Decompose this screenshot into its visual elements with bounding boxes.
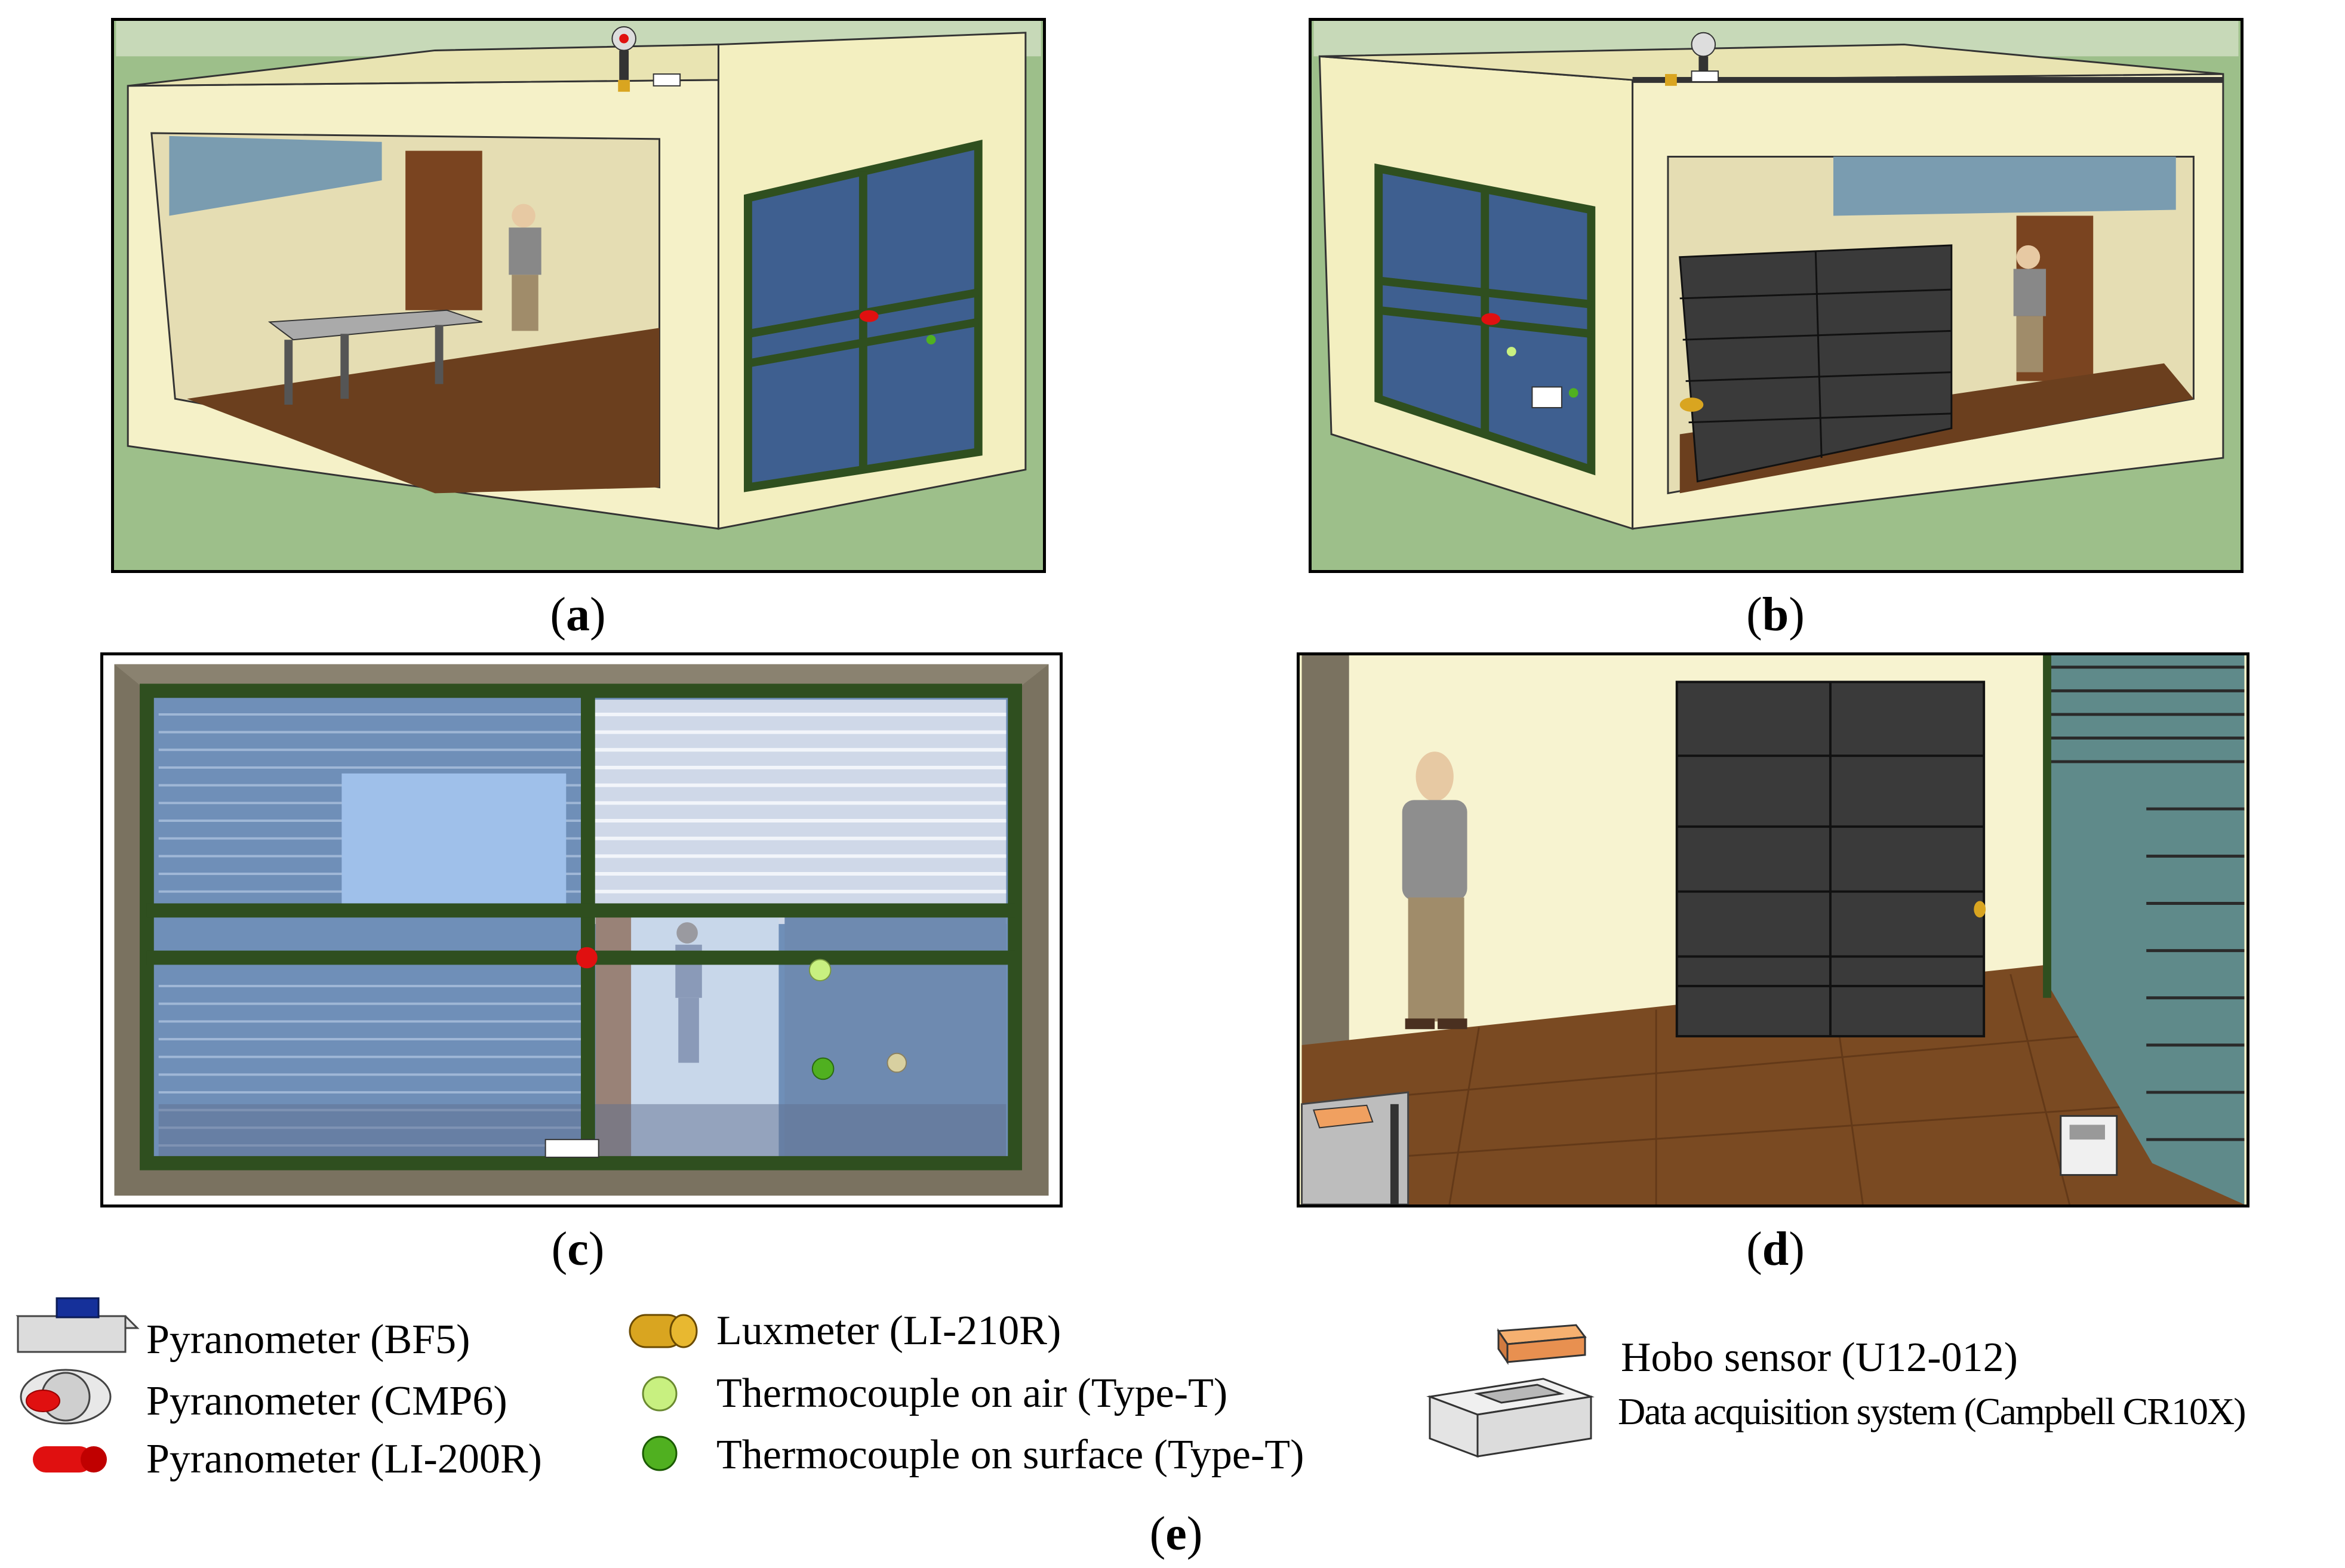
legend-pyranometer-bf5: Pyranometer (BF5) bbox=[146, 1317, 470, 1363]
luxmeter-icon bbox=[629, 1314, 698, 1348]
caption-a-letter: a bbox=[566, 589, 590, 641]
legend-pyranometer-cmp6: Pyranometer (CMP6) bbox=[146, 1378, 507, 1424]
caption-c: (c) bbox=[551, 1223, 605, 1276]
panel-d-illustration bbox=[1301, 655, 2245, 1205]
thermocouple-air-icon bbox=[642, 1376, 678, 1412]
panel-b-illustration bbox=[1313, 21, 2239, 570]
hobo-sensor-icon bbox=[1497, 1324, 1587, 1365]
pyranometer-li200r-icon bbox=[33, 1446, 107, 1472]
legend-thermocouple-surface: Thermocouple on surface (Type-T) bbox=[716, 1432, 1304, 1478]
caption-e: (e) bbox=[1149, 1508, 1203, 1560]
legend-data-acquisition: Data acquisition system (Campbell CR10X) bbox=[1618, 1390, 2246, 1433]
thermocouple-surface-marker bbox=[811, 1057, 835, 1080]
legend-hobo-sensor: Hobo sensor (U12-012) bbox=[1621, 1335, 2018, 1381]
panel-c-window-front-view bbox=[100, 652, 1063, 1207]
legend-luxmeter: Luxmeter (LI-210R) bbox=[716, 1308, 1061, 1354]
caption-a: (a) bbox=[550, 589, 606, 641]
thermocouple-air-marker bbox=[808, 959, 832, 982]
panel-a-illustration bbox=[116, 21, 1041, 570]
legend-thermocouple-air: Thermocouple on air (Type-T) bbox=[716, 1370, 1228, 1416]
caption-e-letter: e bbox=[1165, 1508, 1187, 1560]
caption-d: (d) bbox=[1746, 1223, 1805, 1276]
pyranometer-cmp6-icon bbox=[20, 1369, 112, 1425]
caption-b: (b) bbox=[1746, 589, 1805, 641]
panel-d-interior-view bbox=[1297, 652, 2249, 1207]
caption-d-letter: d bbox=[1762, 1223, 1789, 1276]
caption-b-letter: b bbox=[1762, 589, 1789, 641]
legend-pyranometer-li200r: Pyranometer (LI-200R) bbox=[146, 1436, 542, 1482]
pyranometer-bf5-icon bbox=[16, 1297, 140, 1353]
data-acquisition-icon bbox=[1426, 1378, 1595, 1458]
thermocouple-surface-icon bbox=[642, 1435, 678, 1471]
pyranometer-li200r-marker bbox=[576, 947, 598, 969]
caption-c-letter: c bbox=[567, 1223, 589, 1276]
panel-b-room-view-bookcase bbox=[1309, 18, 2244, 573]
panel-c-illustration bbox=[105, 655, 1058, 1205]
panel-a-room-view-table bbox=[111, 18, 1046, 573]
